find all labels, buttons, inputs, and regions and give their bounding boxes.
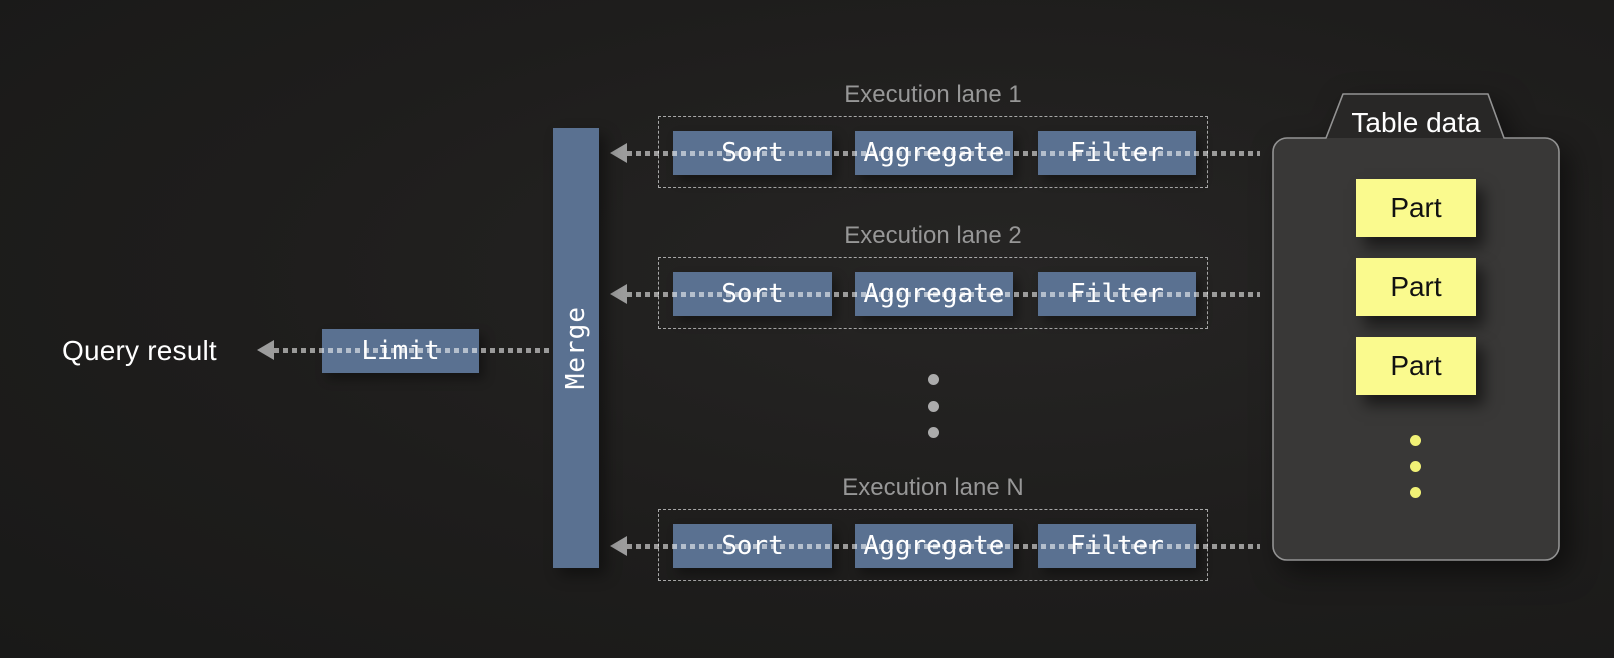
table-data-title: Table data [1351, 107, 1481, 138]
lane-flow-line [627, 151, 1260, 156]
merge-operator-label: Merge [561, 306, 591, 390]
table-data-body [1273, 94, 1559, 560]
lane-title: Execution lane 1 [844, 81, 1022, 108]
lanes-ellipsis-dot [928, 427, 939, 438]
lanes-ellipsis-dot [928, 401, 939, 412]
parts-ellipsis-dot [1410, 461, 1421, 472]
lanes-ellipsis-dot [928, 374, 939, 385]
table-data-tab [1326, 94, 1504, 138]
lane-title: Execution lane N [842, 474, 1024, 501]
execution-lane-1: Execution lane 1 Sort Aggregate Filter [610, 81, 1270, 193]
table-part: Part [1356, 337, 1476, 395]
arrow-head-icon [257, 340, 274, 360]
table-part: Part [1356, 179, 1476, 237]
table-data-outline [1272, 93, 1560, 561]
table-data-container [1272, 93, 1560, 561]
query-result-label: Query result [62, 335, 217, 366]
parts-ellipsis-dot [1410, 487, 1421, 498]
lane-title: Execution lane 2 [844, 222, 1022, 249]
lane-flow-line [627, 292, 1260, 297]
merge-operator: Merge [553, 128, 599, 568]
execution-lane-2: Execution lane 2 Sort Aggregate Filter [610, 222, 1270, 334]
execution-lane-n: Execution lane N Sort Aggregate Filter [610, 474, 1270, 586]
arrow-head-icon [610, 284, 627, 304]
parts-ellipsis-dot [1410, 435, 1421, 446]
table-part: Part [1356, 258, 1476, 316]
limit-flow-line [274, 348, 553, 353]
arrow-head-icon [610, 536, 627, 556]
lane-flow-line [627, 544, 1260, 549]
arrow-head-icon [610, 143, 627, 163]
